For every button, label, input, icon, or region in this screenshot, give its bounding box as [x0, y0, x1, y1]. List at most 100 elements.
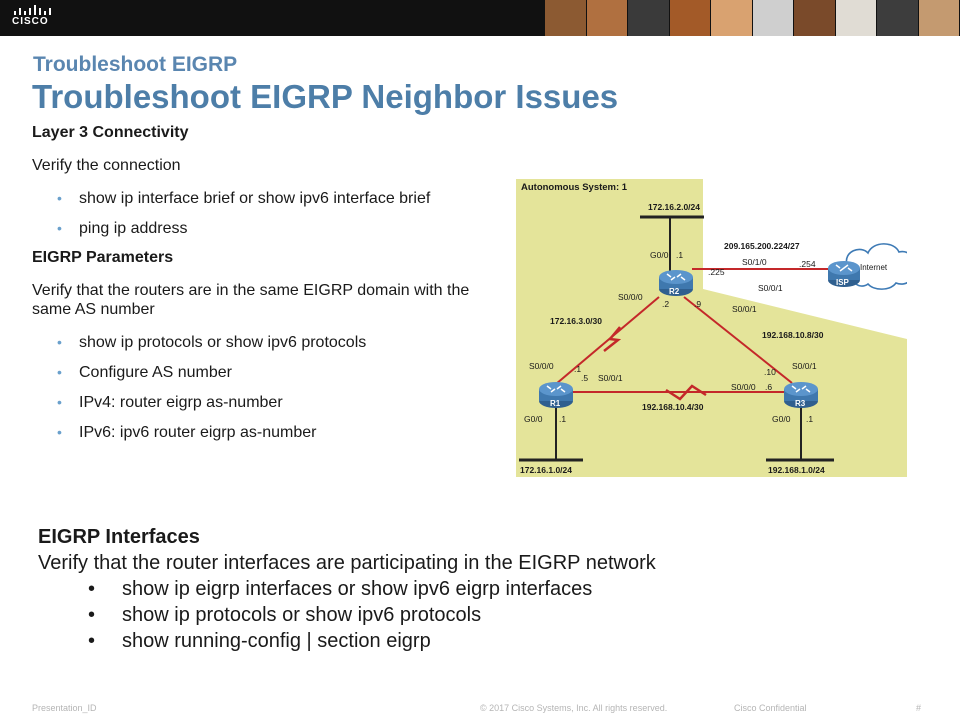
bullet-text: show ip interface brief or show ipv6 int…	[79, 190, 431, 207]
router-isp-label: ISP	[836, 278, 850, 287]
r2-r3-link	[683, 296, 793, 384]
bullet-text: ping ip address	[79, 220, 188, 237]
iface-label: S0/0/0	[618, 292, 643, 302]
iface-label: G0/0	[772, 414, 791, 424]
header-photo	[669, 0, 710, 36]
l3-text: Verify the connection	[32, 157, 181, 174]
ip-label: .225	[708, 267, 725, 277]
bullet-icon: •	[57, 220, 62, 236]
interfaces-heading: EIGRP Interfaces	[38, 526, 200, 548]
bullet-icon: •	[57, 364, 62, 380]
iface-label: S0/1/0	[742, 257, 767, 267]
iface-label: G0/0	[650, 250, 669, 260]
eigrp-interfaces-section: EIGRP Interfaces Verify that the router …	[38, 524, 918, 654]
cisco-logo-icon	[14, 5, 51, 15]
list-item: • show ip interface brief or show ipv6 in…	[32, 189, 512, 208]
header-photo	[545, 0, 586, 36]
router-r3-icon	[784, 382, 818, 408]
list-item: • show ip protocols or show ipv6 protocol…	[32, 333, 512, 352]
footer-presentation-id: Presentation_ID	[32, 703, 97, 713]
net-label: 192.168.10.8/30	[762, 330, 824, 340]
net-label: 192.168.1.0/24	[768, 465, 825, 475]
l3-heading: Layer 3 Connectivity	[32, 124, 189, 141]
router-isp-icon	[828, 261, 860, 287]
bullet-icon: •	[57, 334, 62, 350]
bullet-text: show ip eigrp interfaces or show ipv6 ei…	[122, 578, 593, 600]
footer-page-number: #	[916, 703, 922, 713]
ip-label: .10	[764, 367, 776, 377]
left-content: Layer 3 Connectivity Verify the connecti…	[32, 124, 512, 453]
page-title: Troubleshoot EIGRP Neighbor Issues	[32, 78, 619, 115]
ip-label: .1	[806, 414, 813, 424]
iface-label: S0/0/1	[598, 373, 623, 383]
r2-r1-link	[555, 296, 660, 385]
header-photo	[794, 0, 835, 36]
bullet-icon: •	[88, 578, 96, 600]
net-label: 192.168.10.4/30	[642, 402, 704, 412]
list-item: • IPv6: ipv6 router eigrp as-number	[32, 423, 512, 442]
iface-label: S0/0/0	[731, 382, 756, 392]
router-r1-label: R1	[550, 399, 561, 408]
ip-label: .9	[694, 299, 701, 309]
bullet-text: IPv6: ipv6 router eigrp as-number	[79, 424, 317, 441]
bullet-text: show ip protocols or show ipv6 protocols	[79, 334, 367, 351]
params-bullets: • show ip protocols or show ipv6 protocol…	[32, 333, 512, 442]
iface-label: S0/0/1	[758, 283, 783, 293]
iface-label: S0/0/1	[732, 304, 757, 314]
bullet-text: Configure AS number	[79, 364, 232, 381]
ip-label: .1	[559, 414, 566, 424]
net-label: 209.165.200.224/27	[724, 241, 800, 251]
list-item: • show ip protocols or show ipv6 protocol…	[38, 602, 918, 628]
bullet-icon: •	[88, 604, 96, 626]
ip-label: .6	[765, 382, 772, 392]
ip-label: .1	[574, 364, 581, 374]
list-item: • show ip eigrp interfaces or show ipv6 e…	[38, 576, 918, 602]
net-label: 172.16.1.0/24	[520, 465, 572, 475]
bullet-text: show ip protocols or show ipv6 protocols	[122, 604, 482, 626]
iface-label: S0/0/0	[529, 361, 554, 371]
router-r1-icon	[539, 382, 573, 408]
logo-text: CISCO	[12, 16, 49, 27]
footer-confidential: Cisco Confidential	[734, 703, 807, 713]
iface-label: S0/0/1	[792, 361, 817, 371]
bullet-text: IPv4: router eigrp as-number	[79, 394, 283, 411]
router-r2-label: R2	[669, 287, 680, 296]
params-text: Verify that the routers are in the same …	[32, 282, 470, 318]
footer-copyright: © 2017 Cisco Systems, Inc. All rights re…	[480, 703, 668, 713]
bullet-icon: •	[57, 394, 62, 410]
header-photo	[711, 0, 752, 36]
header-photo	[835, 0, 876, 36]
ip-label: .5	[581, 373, 588, 383]
ip-label: .254	[799, 259, 816, 269]
router-r3-label: R3	[795, 399, 806, 408]
bullet-icon: •	[57, 424, 62, 440]
r2-r1-zigzag	[603, 326, 622, 352]
list-item: • Configure AS number	[32, 363, 512, 382]
params-heading: EIGRP Parameters	[32, 249, 174, 266]
iface-label: G0/0	[524, 414, 543, 424]
bullet-icon: •	[88, 630, 96, 652]
r1-r3-zigzag	[665, 384, 707, 401]
header-photo	[628, 0, 669, 36]
eigrp-topology-diagram: Autonomous System: 1 Internet R2 R1 R3	[516, 179, 907, 477]
header-photo	[586, 0, 627, 36]
l3-bullets: • show ip interface brief or show ipv6 in…	[32, 189, 512, 238]
header-photo	[918, 0, 959, 36]
ip-label: .2	[662, 299, 669, 309]
interfaces-text: Verify that the router interfaces are pa…	[38, 552, 656, 574]
header-photo	[877, 0, 918, 36]
header-photo	[752, 0, 793, 36]
net-label: 172.16.2.0/24	[648, 202, 700, 212]
interfaces-bullets: • show ip eigrp interfaces or show ipv6 e…	[38, 576, 918, 654]
list-item: • ping ip address	[32, 219, 512, 238]
bullet-text: show running-config | section eigrp	[122, 630, 431, 652]
ip-label: .1	[676, 250, 683, 260]
section-title: Troubleshoot EIGRP	[33, 53, 238, 76]
as-label: Autonomous System: 1	[521, 182, 628, 193]
router-r2-icon	[659, 270, 693, 296]
list-item: • IPv4: router eigrp as-number	[32, 393, 512, 412]
header-banner: CISCO	[0, 0, 960, 36]
net-label: 172.16.3.0/30	[550, 316, 602, 326]
bullet-icon: •	[57, 190, 62, 206]
list-item: • show running-config | section eigrp	[38, 628, 918, 654]
